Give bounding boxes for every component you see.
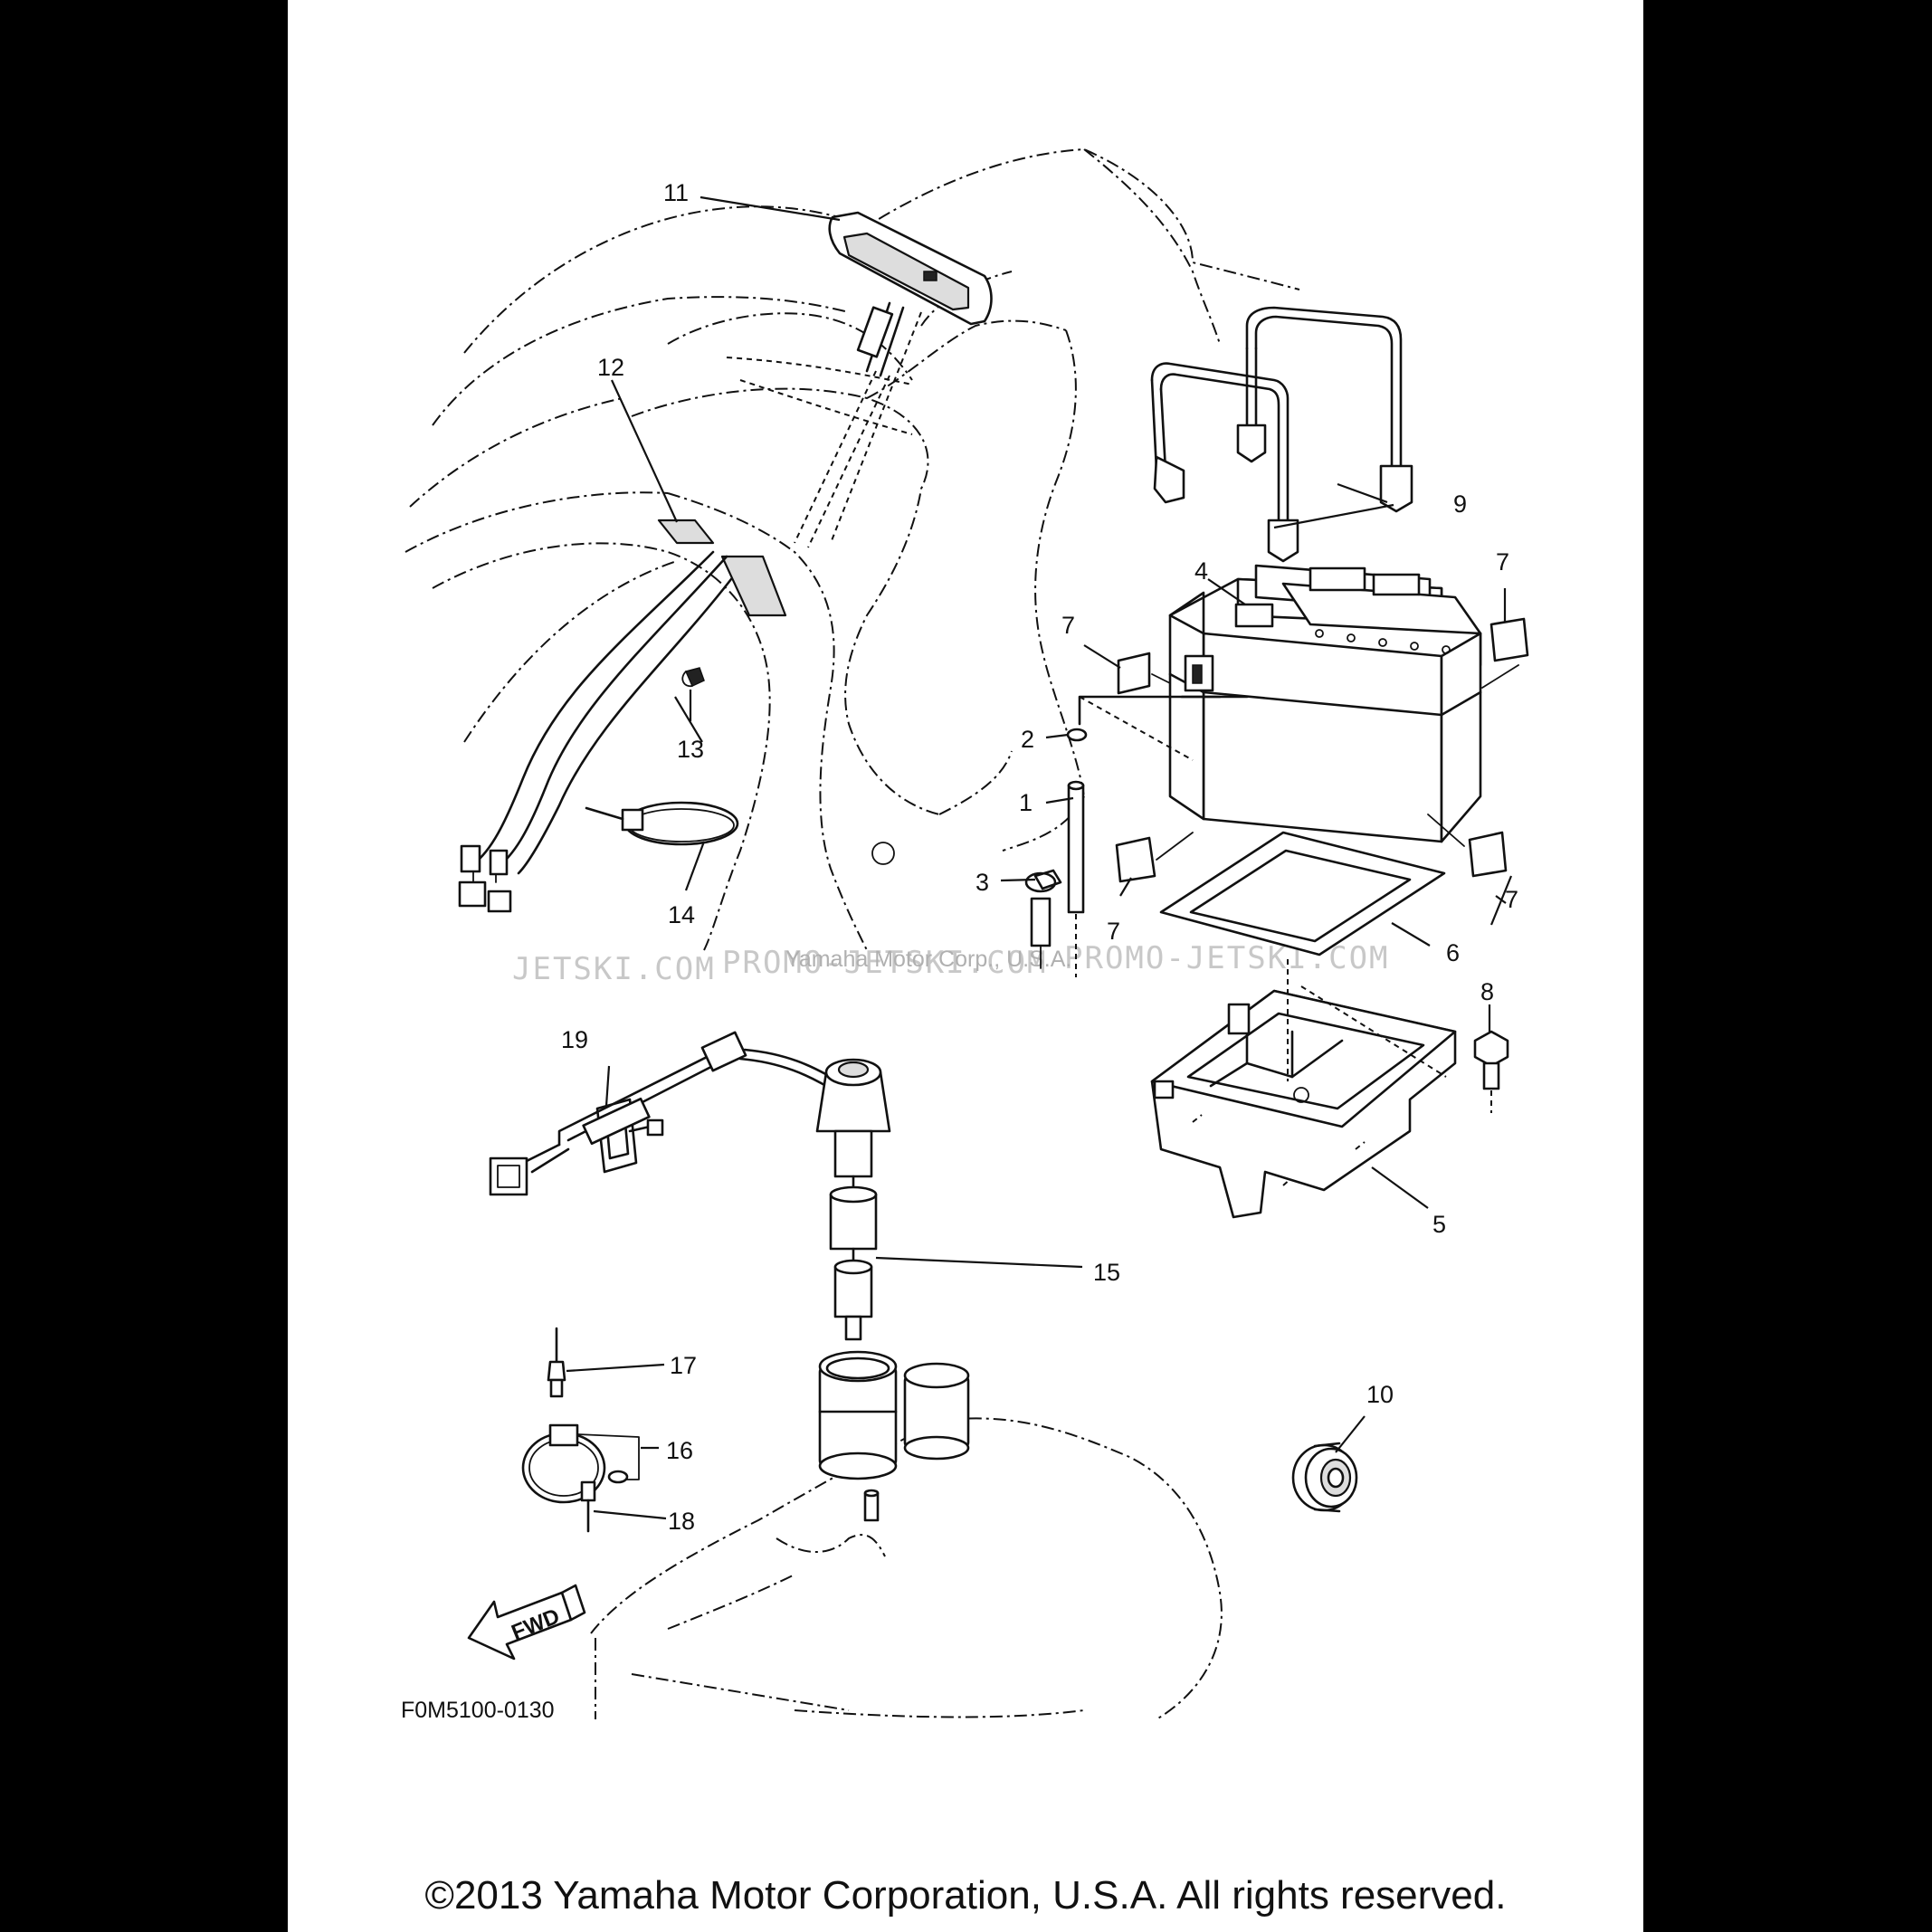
callout-9: 9 <box>1453 490 1467 518</box>
watermark-left: JETSKI.COM <box>512 951 716 987</box>
callout-12: 12 <box>597 354 624 381</box>
part-8-bolt <box>1473 1030 1509 1113</box>
watermark-center: PROMO-JETSKI.COM <box>722 945 1048 981</box>
callout-10: 10 <box>1366 1381 1394 1408</box>
watermark-right: PROMO-JETSKI.COM <box>1064 940 1390 976</box>
diagram-sheet: JETSKI.COM PROMO-JETSKI.COM PROMO-JETSKI… <box>288 0 1643 1932</box>
part-5-battery-box <box>1150 959 1457 1219</box>
callout-16: 16 <box>666 1437 693 1464</box>
fuel-tank <box>590 1350 1223 1720</box>
callout-13: 13 <box>677 736 704 763</box>
watermark-layer: JETSKI.COM PROMO-JETSKI.COM PROMO-JETSKI… <box>512 940 1390 987</box>
callout-3: 3 <box>976 869 989 896</box>
callout-1: 1 <box>1019 789 1033 816</box>
callout-18: 18 <box>668 1508 695 1535</box>
part-6-pad <box>1159 831 1446 956</box>
part-1-2-3-vent <box>1024 695 1249 977</box>
callout-7-left-bottom: 7 <box>1107 918 1120 945</box>
part-15-sensor <box>489 1031 891 1341</box>
callout-8: 8 <box>1480 978 1494 1005</box>
part-9-battery-bands <box>1150 306 1413 563</box>
part-11-panel <box>794 211 993 548</box>
callout-2: 2 <box>1021 726 1034 753</box>
callout-4: 4 <box>1194 557 1208 585</box>
copyright-footer: ©2013 Yamaha Motor Corporation, U.S.A. A… <box>424 1873 1507 1918</box>
callout-17: 17 <box>670 1352 697 1379</box>
callout-labels: 11 12 9 4 7 7 7 7 2 1 3 13 14 6 8 19 5 1… <box>561 179 1518 1535</box>
parts-diagram: JETSKI.COM PROMO-JETSKI.COM PROMO-JETSKI… <box>401 148 1529 1723</box>
callout-7-left-top: 7 <box>1061 612 1075 639</box>
callout-19: 19 <box>561 1026 588 1053</box>
leader-lines <box>566 195 1513 1520</box>
part-10-grommet <box>1291 1442 1358 1513</box>
callout-7-right-bottom: 7 <box>1505 886 1518 913</box>
part-14-band <box>585 801 739 846</box>
callout-14: 14 <box>668 901 695 928</box>
part-7-labels <box>1115 617 1529 883</box>
part-12-cable-assembly <box>458 519 787 913</box>
part-4-battery <box>1168 564 1482 843</box>
part-13-clip <box>681 667 705 688</box>
fwd-direction-arrow: FWD <box>467 1584 586 1661</box>
callout-11: 11 <box>663 179 689 206</box>
callout-6: 6 <box>1446 939 1460 966</box>
callout-15: 15 <box>1093 1259 1120 1286</box>
hull-outline <box>404 148 1300 951</box>
part-16-18-clamp <box>521 1423 640 1533</box>
part-17-pin <box>547 1327 566 1398</box>
watermark-overlay: Yamaha Motor Corp., U.S.A. <box>785 947 1071 972</box>
callout-7-right-top: 7 <box>1496 548 1509 576</box>
callout-5: 5 <box>1432 1211 1446 1238</box>
drawing-code: F0M5100-0130 <box>401 1698 555 1723</box>
